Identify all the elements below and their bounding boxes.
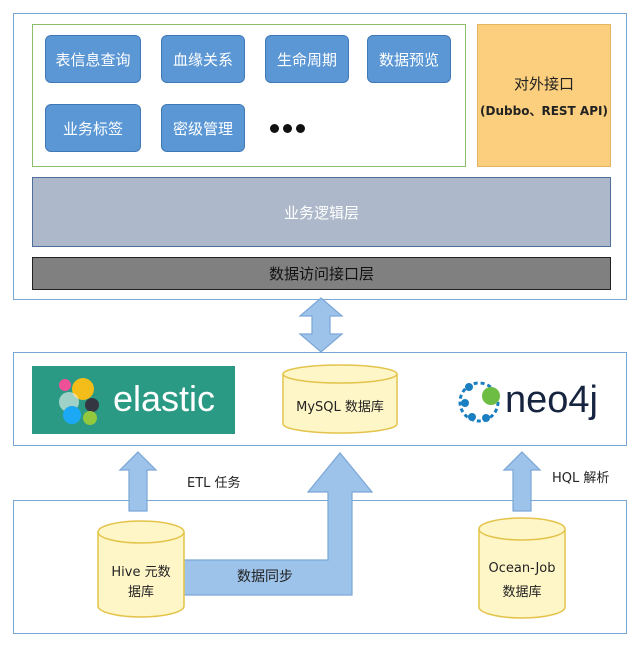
data-sync-label: 数据同步 xyxy=(237,569,293,585)
ocean-job-label-line1: Ocean-Job xyxy=(488,561,556,576)
hive-cylinder xyxy=(97,520,185,618)
bidirectional-arrow xyxy=(298,297,344,353)
hive-label-line2: 据库 xyxy=(127,585,154,600)
neo4j-wordmark: neo4j xyxy=(505,379,598,421)
feature-table-info-query[interactable]: 表信息查询 xyxy=(45,35,141,83)
elastic-icon xyxy=(59,378,99,425)
feature-lineage[interactable]: 血缘关系 xyxy=(161,35,245,83)
hql-arrow xyxy=(502,451,542,512)
hive-label-line1: Hive 元数 xyxy=(111,565,171,580)
external-interface-box: 对外接口 (Dubbo、REST API) xyxy=(477,24,611,167)
elastic-wordmark: elastic xyxy=(113,378,216,419)
data-access-interface-layer: 数据访问接口层 xyxy=(32,257,611,290)
ocean-job-label-line2: 数据库 xyxy=(502,585,542,600)
more-features-indicator xyxy=(270,120,314,136)
neo4j-icon xyxy=(458,381,500,423)
business-logic-layer: 业务逻辑层 xyxy=(32,177,611,247)
hql-label: HQL 解析 xyxy=(552,471,610,486)
neo4j-logo: neo4j xyxy=(455,374,615,430)
data-sync-arrow xyxy=(182,452,374,596)
mysql-cylinder xyxy=(282,364,398,434)
feature-lifecycle[interactable]: 生命周期 xyxy=(265,35,349,83)
external-interface-protocols: (Dubbo、REST API) xyxy=(480,103,608,118)
elastic-logo: elastic xyxy=(32,366,235,434)
feature-business-tag[interactable]: 业务标签 xyxy=(45,104,141,152)
mysql-label: MySQL 数据库 xyxy=(296,400,384,415)
external-interface-title: 对外接口 xyxy=(513,74,574,93)
etl-arrow xyxy=(118,451,158,512)
feature-security-level[interactable]: 密级管理 xyxy=(161,104,245,152)
ocean-job-cylinder xyxy=(478,517,566,619)
etl-label: ETL 任务 xyxy=(187,476,241,491)
feature-data-preview[interactable]: 数据预览 xyxy=(367,35,451,83)
